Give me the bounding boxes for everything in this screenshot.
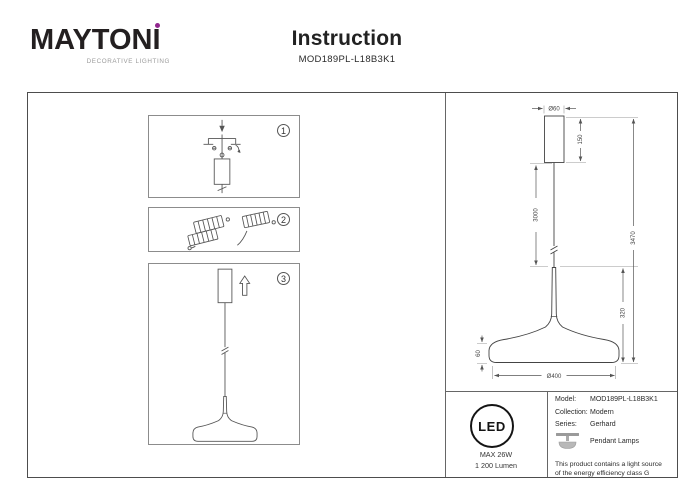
screw-icon: [219, 152, 225, 158]
step-number: 1: [280, 125, 286, 136]
dim-canopy-diameter: Ø60: [548, 107, 560, 113]
canopy-outline: [544, 115, 565, 163]
content-frame: [27, 92, 678, 478]
model-number: MOD189PL-L18B3K1: [298, 54, 396, 65]
step-3-illustration: [192, 268, 258, 442]
energy-class-note: This product contains a light source of …: [555, 460, 662, 477]
canopy-outline: [213, 158, 231, 185]
spec-value: MOD189PL-L18B3K1: [590, 396, 658, 403]
spec-divider-horizontal: [446, 391, 677, 392]
dimension-lines: [480, 106, 636, 378]
cable-break-mark: [221, 346, 229, 355]
canopy-outline: [217, 268, 233, 304]
step-number-badge: 3: [277, 272, 290, 285]
step-number: 2: [280, 214, 286, 225]
dim-total-height: 3470: [631, 231, 637, 245]
spec-label: Model:: [555, 396, 577, 403]
step-panel-1: 1: [148, 115, 300, 198]
dim-fixture-height: 320: [621, 307, 627, 318]
screw-icon: [271, 220, 276, 225]
step-number: 3: [280, 273, 286, 284]
brand-name: MAYTONI: [30, 23, 161, 56]
shade-outline: [192, 395, 258, 442]
dim-canopy-height: 150: [578, 134, 584, 145]
screw-icon: [225, 217, 230, 222]
brand-logo: MAYTONI DECORATIVE LIGHTING: [30, 23, 170, 65]
spec-row-type: Pendant Lamps: [555, 432, 673, 454]
brand-accent-dot-icon: [154, 23, 160, 28]
spec-label: Series:: [555, 421, 577, 428]
cable-break-mark: [550, 245, 558, 255]
dim-shade-diameter: Ø400: [547, 374, 562, 380]
step-panel-2: 2: [148, 207, 300, 252]
screw-icon: [212, 146, 217, 151]
step-number-badge: 1: [277, 124, 290, 137]
up-arrow-icon: [238, 275, 251, 296]
center-divider: [445, 93, 446, 477]
brand-tagline: DECORATIVE LIGHTING: [86, 58, 170, 65]
spec-row-model: Model: MOD189PL-L18B3K1: [555, 396, 673, 403]
led-logo: LED: [470, 404, 514, 448]
spec-row-series: Series: Gerhard: [555, 421, 673, 428]
spec-divider-vertical: [547, 392, 548, 477]
page-title: Instruction: [291, 27, 403, 50]
brand-text: MAYTONI: [30, 24, 161, 56]
spec-value: Modern: [590, 408, 614, 416]
step-number-badge: 2: [277, 213, 290, 226]
dim-cable-length: 3000: [534, 208, 540, 222]
mounting-bracket: [203, 138, 241, 145]
terminal-blocks: [187, 210, 276, 251]
screw-icon: [187, 246, 192, 251]
spec-table: Model: MOD189PL-L18B3K1 Collection: Mode…: [555, 396, 673, 478]
max-wattage: MAX 26W: [479, 450, 513, 459]
extension-lines: [477, 105, 638, 379]
led-text: LED: [478, 418, 506, 434]
rotate-arrow-icon: [235, 144, 240, 152]
terminal-block: [241, 210, 271, 229]
wire: [237, 230, 248, 246]
screw-icon: [227, 146, 233, 151]
technical-drawing: Ø60 150 3000 3470 320 60 Ø400: [476, 105, 638, 380]
terminal-block: [187, 228, 219, 247]
mounting-diagram: [203, 119, 241, 194]
dim-shade-height: 60: [476, 350, 482, 357]
step-1-illustration: [203, 119, 241, 194]
luminous-flux: 1 200 Lumen: [475, 461, 517, 470]
pendant-lamp-icon: [556, 432, 579, 449]
lamp-outline: [488, 115, 620, 363]
shade-outline: [488, 267, 620, 363]
dimension-labels: Ø60 150 3000 3470 320 60 Ø400: [476, 107, 637, 380]
assembled-lamp: [192, 268, 258, 442]
step-panel-3: 3: [148, 263, 300, 445]
title-block: Instruction MOD189PL-L18B3K1: [247, 27, 447, 65]
cable-break-mark: [217, 186, 227, 192]
spec-label: Collection:: [555, 408, 588, 416]
step-2-illustration: [187, 210, 276, 251]
spec-value: Gerhard: [590, 421, 616, 428]
spec-value: Pendant Lamps: [590, 437, 640, 445]
spec-row-collection: Collection: Modern: [555, 409, 673, 416]
down-arrow-icon: [219, 125, 225, 133]
